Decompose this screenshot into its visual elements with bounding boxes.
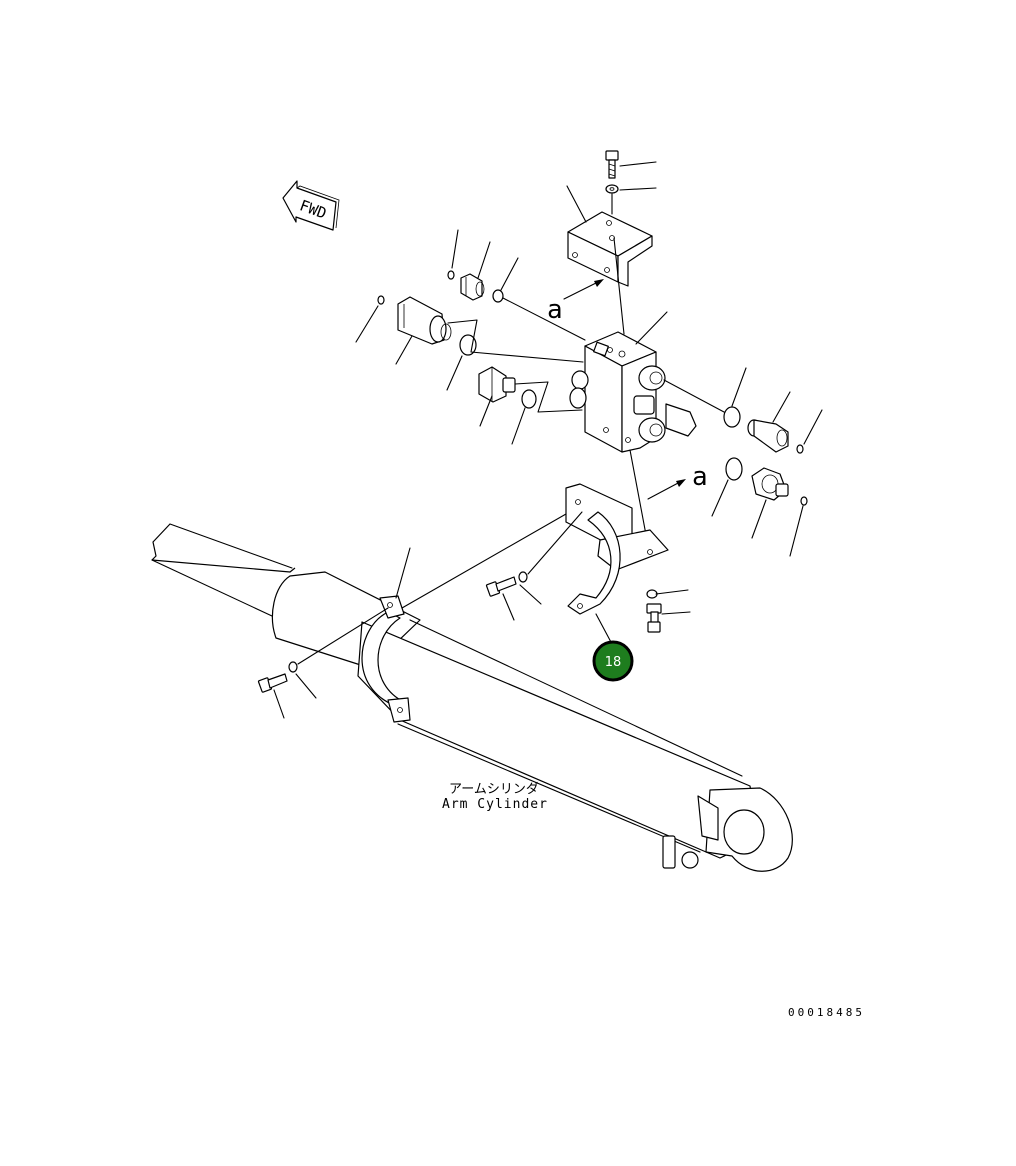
straight-fitting-right — [747, 419, 789, 453]
o-ring-8 — [796, 444, 804, 454]
hex-bolt-top — [605, 150, 619, 179]
o-ring-6 — [723, 406, 741, 428]
connection-line-mid — [447, 319, 584, 363]
view-ref-arrow-lower: a — [647, 462, 708, 500]
washer-top — [605, 184, 619, 194]
o-ring-7 — [725, 457, 743, 481]
view-ref-arrow-upper: a — [547, 279, 604, 325]
cylinder-label-jp: アームシリンダ — [449, 782, 539, 797]
lower-bracket — [565, 483, 669, 615]
o-ring-4 — [459, 334, 477, 356]
cylinder-label-en: Arm Cylinder — [442, 797, 548, 812]
view-ref-label-upper: a — [547, 295, 563, 325]
connection-line-lower — [514, 381, 583, 413]
arm-cylinder — [151, 523, 793, 872]
hex-bolt-lower-right — [646, 603, 662, 633]
connection-line-upper — [502, 297, 586, 341]
hex-bolt-mid — [485, 576, 517, 597]
o-ring-9 — [800, 496, 808, 506]
callout-18[interactable]: 18 — [592, 640, 634, 682]
elbow-fitting-left — [397, 296, 452, 345]
hex-bolt-clamp — [257, 673, 288, 693]
plug-fitting-left — [478, 366, 516, 403]
washer-clamp — [288, 661, 298, 673]
plug-fitting-right — [751, 467, 789, 501]
o-ring-1 — [447, 270, 455, 280]
drawing-number: 00018485 — [788, 1006, 865, 1019]
leader-lines — [273, 161, 823, 719]
o-ring-3 — [377, 295, 385, 305]
small-fitting-upper — [460, 273, 485, 301]
connection-line-right — [663, 379, 725, 413]
o-ring-2 — [492, 289, 504, 303]
o-ring-5 — [521, 389, 537, 409]
valve-block — [569, 331, 697, 453]
upper-bracket — [567, 211, 653, 287]
callout-18-number: 18 — [605, 655, 622, 670]
view-ref-label-lower: a — [692, 462, 708, 492]
washer-mid — [518, 571, 528, 583]
fwd-arrow-icon: FWD — [282, 180, 340, 231]
